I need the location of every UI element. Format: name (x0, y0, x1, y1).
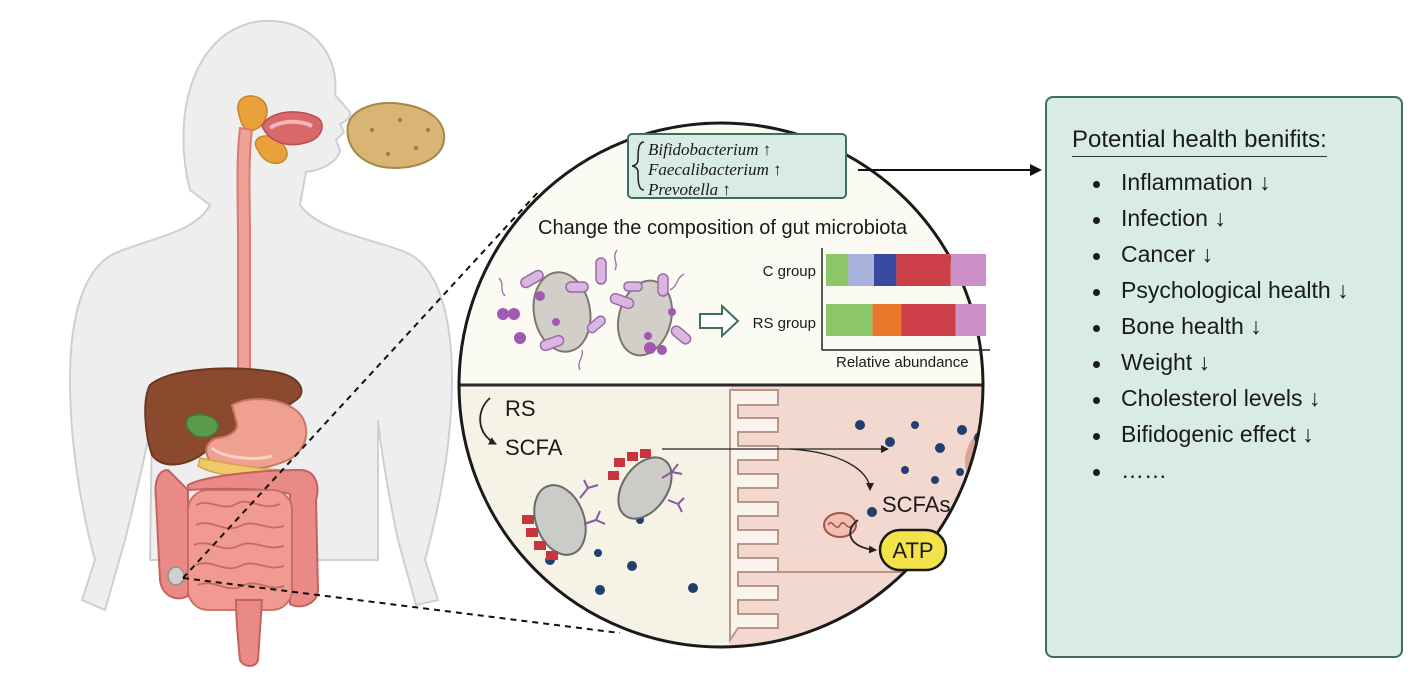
small-intestine (187, 489, 293, 611)
human-body-illustration (68, 19, 454, 667)
rs-label: RS (505, 396, 536, 421)
benefits-title: Potential health benifits: (1072, 126, 1327, 157)
abundance-bar-segment (826, 304, 873, 336)
benefit-item: Psychological health ↓ (1069, 274, 1349, 310)
gallbladder (185, 413, 219, 438)
outline-arrow (699, 303, 740, 339)
abundance-bar-segment (874, 254, 897, 286)
benefit-item: Cholesterol levels ↓ (1069, 382, 1349, 418)
abundance-bar-segment (848, 254, 874, 286)
abundance-bar-segment (950, 254, 986, 286)
scfas-label: SCFAs (882, 492, 950, 517)
benefits-list: Inflammation ↓ Infection ↓ Cancer ↓ Psyc… (1069, 166, 1349, 490)
c-group-label: C group (763, 263, 816, 280)
rs-to-scfa-arrow (479, 397, 497, 445)
bacteria-cluster (497, 249, 692, 371)
microbiota-change-box: Bifidobacterium ↑ Faecalibacterium ↑ Pre… (627, 133, 847, 199)
scfa-label: SCFA (505, 435, 563, 460)
benefit-item: Bone health ↓ (1069, 310, 1349, 346)
zoom-circle (457, 121, 985, 649)
mitochondrion (823, 512, 857, 538)
microbiota-line-2: Faecalibacterium ↑ (647, 160, 782, 179)
microbiota-line-3: Prevotella ↑ (647, 180, 731, 199)
abundance-bar-segment (955, 304, 986, 336)
composition-title: Change the composition of gut microbiota (538, 217, 908, 239)
potato-illustration (346, 102, 446, 170)
benefit-item: …… (1069, 454, 1349, 490)
abundance-bar-segment (896, 254, 951, 286)
benefit-item: Infection ↓ (1069, 202, 1349, 238)
abundance-bar-segment (826, 254, 849, 286)
bacteria-lower (522, 449, 685, 560)
zoom-line-lower (182, 577, 621, 634)
scfa-to-atp-arrow (849, 519, 877, 554)
benefit-item: Weight ↓ (1069, 346, 1349, 382)
atp-label: ATP (892, 538, 933, 563)
esophagus (236, 126, 254, 406)
scfa-curve-arrow (789, 448, 874, 491)
benefit-item: Inflammation ↓ (1069, 166, 1349, 202)
chart-x-label: Relative abundance (836, 354, 969, 371)
atp-badge: ATP (878, 528, 948, 572)
tongue (261, 111, 323, 146)
benefit-item: Cancer ↓ (1069, 238, 1349, 274)
rs-group-label: RS group (753, 315, 816, 332)
rectum (234, 599, 264, 667)
intestinal-villi (729, 389, 779, 644)
microbiota-line-1: Bifidobacterium ↑ (648, 140, 771, 159)
salivary-gland (237, 95, 268, 131)
relative-abundance-chart: C group RS group Relative abundance (753, 248, 990, 371)
health-benefits-panel: Potential health benifits: Inflammation … (1045, 96, 1403, 658)
cecum-spot (167, 566, 185, 586)
abundance-bar-segment (901, 304, 956, 336)
benefit-item: Bifidogenic effect ↓ (1069, 418, 1349, 454)
abundance-bar-segment (872, 304, 902, 336)
